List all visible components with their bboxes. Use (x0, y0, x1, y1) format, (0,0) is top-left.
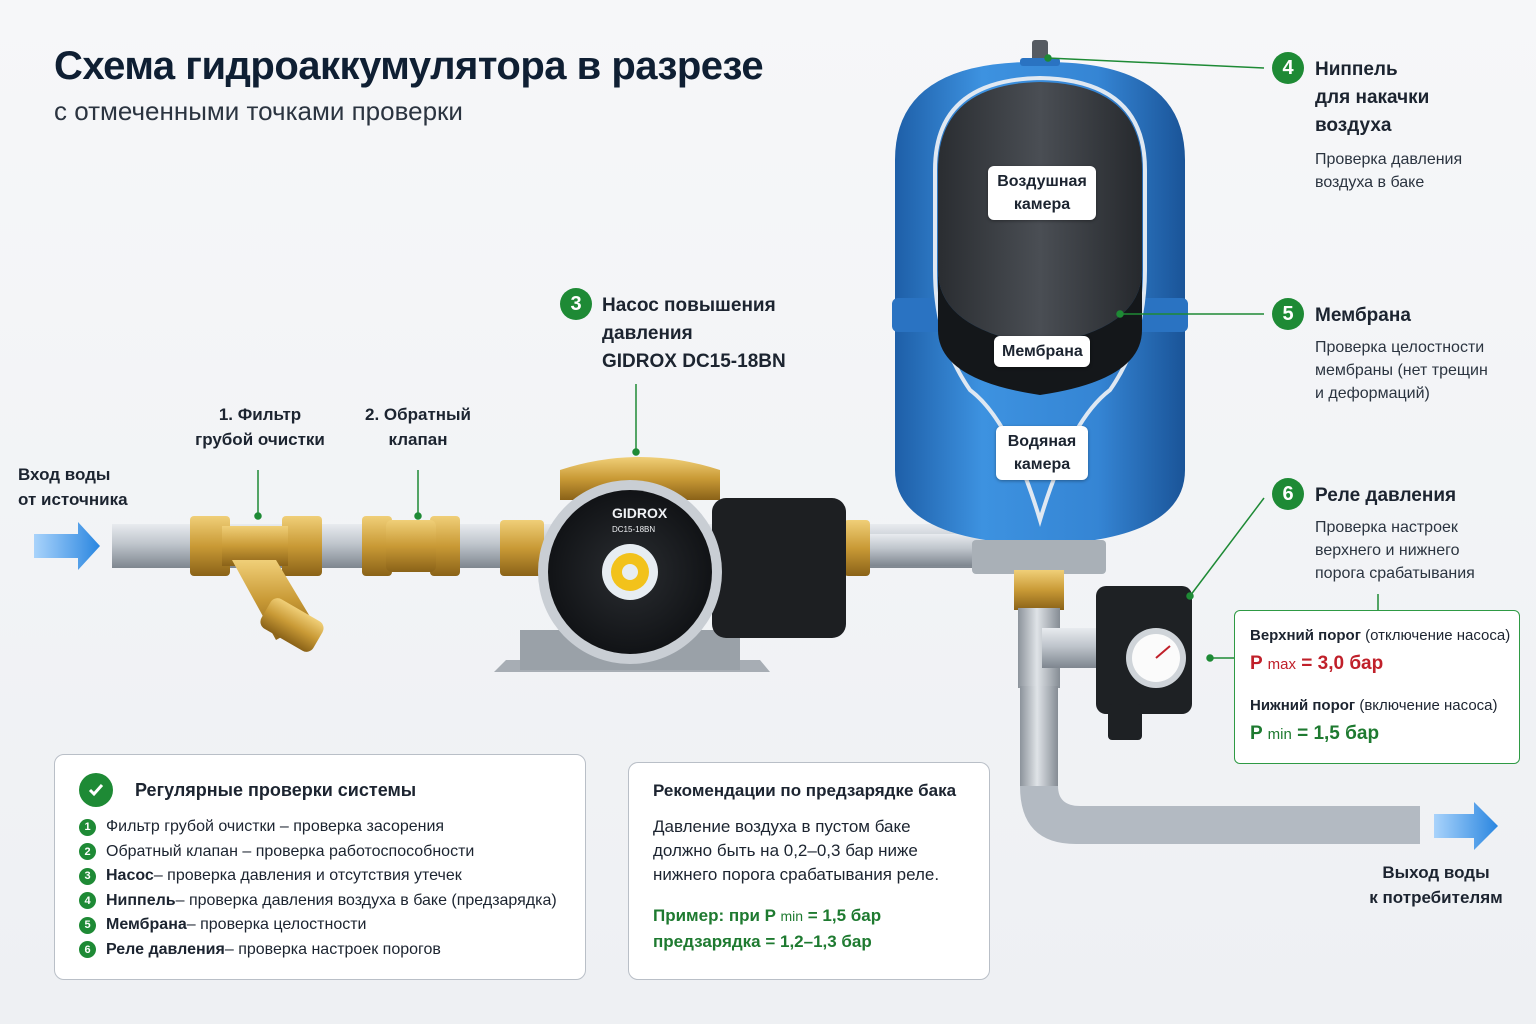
check-item: 1 Фильтр грубой очистки – проверка засоре… (79, 815, 557, 840)
check-text: – проверка настроек порогов (224, 940, 441, 958)
membrane-tag: Мембрана (994, 336, 1090, 367)
regular-checks-panel: Регулярные проверки системы 1 Фильтр груб… (54, 754, 586, 980)
example-prefix: Пример: при P (653, 906, 776, 925)
check-text: – проверка целостности (186, 916, 367, 934)
page-subtitle: с отмеченными точками проверки (54, 96, 463, 126)
water-chamber-tag: Водяная камера (996, 426, 1088, 480)
check-number: 6 (79, 941, 96, 959)
pmin-value-row: P min = 1,5 бар (1250, 723, 1379, 745)
inlet-label: Вход воды от источника (18, 465, 128, 509)
check-number: 4 (79, 892, 96, 910)
checks-list: 1 Фильтр грубой очистки – проверка засоре… (79, 815, 557, 962)
filter-label: 1. Фильтр грубой очистки (195, 405, 325, 449)
pmin-subscript: min (1267, 726, 1292, 743)
check-text: – проверка давления воздуха в баке (пред… (175, 891, 557, 909)
check-number: 1 (79, 818, 96, 836)
upper-threshold-row: Верхний порог (отключение насоса) (1250, 627, 1510, 644)
callout-5-desc: Проверка целостности мембраны (нет трещи… (1315, 339, 1488, 402)
coarse-filter (190, 516, 324, 652)
check-text: Обратный клапан – проверка работоспособн… (106, 842, 475, 860)
recommendations-title: Рекомендации по предзарядке бака (653, 781, 957, 800)
recommendations-example: Пример: при P min = 1,5 бар предзарядка … (653, 903, 881, 955)
check-item: 2 Обратный клапан – проверка работоспособ… (79, 840, 557, 865)
check-item: 3 Насос – проверка давления и отсутствия … (79, 864, 557, 889)
example-value: = 1,5 бар (807, 906, 882, 925)
booster-pump: GIDROX DC15-18BN (494, 457, 870, 672)
upper-threshold-note: (отключение насоса) (1365, 627, 1511, 644)
pressure-switch (1096, 586, 1192, 740)
check-text: Фильтр грубой очистки – проверка засорен… (106, 818, 445, 836)
checkmark-icon (79, 773, 113, 807)
check-bold: Мембрана (106, 916, 187, 934)
check-number: 5 (79, 916, 96, 934)
check-item: 6 Реле давления – проверка настроек порог… (79, 938, 557, 963)
lower-threshold-note: (включение насоса) (1359, 697, 1498, 714)
pmin-value: = 1,5 бар (1297, 723, 1380, 744)
pump-callout-title: Насос повышения давления GIDROX DC15-18B… (602, 295, 786, 372)
upper-threshold-label: Верхний порог (1250, 627, 1361, 644)
expansion-tank (892, 40, 1188, 610)
pmax-subscript: max (1267, 656, 1296, 673)
air-chamber-tag: Воздушная камера (988, 166, 1096, 220)
relay-settings-box: Верхний порог (отключение насоса) P max … (1234, 610, 1520, 764)
pump-brand: GIDROX (612, 505, 668, 521)
callout-4-desc: Проверка давления воздуха в баке (1315, 151, 1463, 191)
outlet-arrow-icon (1434, 802, 1498, 850)
check-number: 3 (79, 867, 96, 885)
check-item: 5 Мембрана – проверка целостности (79, 913, 557, 938)
check-number: 2 (79, 843, 96, 861)
check-bold: Ниппель (106, 891, 176, 909)
pmin-symbol: P (1250, 723, 1263, 744)
check-text: – проверка давления и отсутствия утечек (153, 867, 462, 885)
callout-5-number: 5 (1272, 298, 1304, 330)
example-subscript: min (780, 908, 804, 924)
callout-6-number: 6 (1272, 478, 1304, 510)
page-title: Схема гидроаккумулятора в разрезе (54, 44, 764, 88)
pmax-symbol: P (1250, 653, 1263, 674)
lower-threshold-row: Нижний порог (включение насоса) (1250, 697, 1498, 714)
recommendations-panel: Рекомендации по предзарядке бака Давлени… (628, 762, 990, 980)
check-bold: Реле давления (106, 940, 225, 958)
check-valve (362, 516, 460, 576)
pump-callout-number: 3 (560, 288, 592, 320)
inlet-arrow-icon (34, 522, 100, 570)
callout-6-title: Реле давления (1315, 485, 1457, 506)
recommendations-text: Давление воздуха в пустом баке должно бы… (653, 817, 940, 884)
pmax-value-row: P max = 3,0 бар (1250, 653, 1383, 675)
callout-6-desc: Проверка настроек верхнего и нижнего пор… (1315, 519, 1475, 582)
pump-model: DC15-18BN (612, 525, 655, 534)
callout-5-title: Мембрана (1315, 305, 1411, 326)
valve-label: 2. Обратный клапан (364, 405, 472, 449)
example-line2: предзарядка = 1,2–1,3 бар (653, 932, 872, 951)
pmax-value: = 3,0 бар (1301, 653, 1384, 674)
callout-4-number: 4 (1272, 52, 1304, 84)
check-item: 4 Ниппель – проверка давления воздуха в б… (79, 889, 557, 914)
outlet-label: Выход воды к потребителям (1369, 863, 1503, 907)
lower-threshold-label: Нижний порог (1250, 697, 1356, 714)
callout-4-title: Ниппель для накачки воздуха (1315, 59, 1430, 136)
check-bold: Насос (106, 867, 154, 885)
checks-title: Регулярные проверки системы (135, 780, 417, 800)
